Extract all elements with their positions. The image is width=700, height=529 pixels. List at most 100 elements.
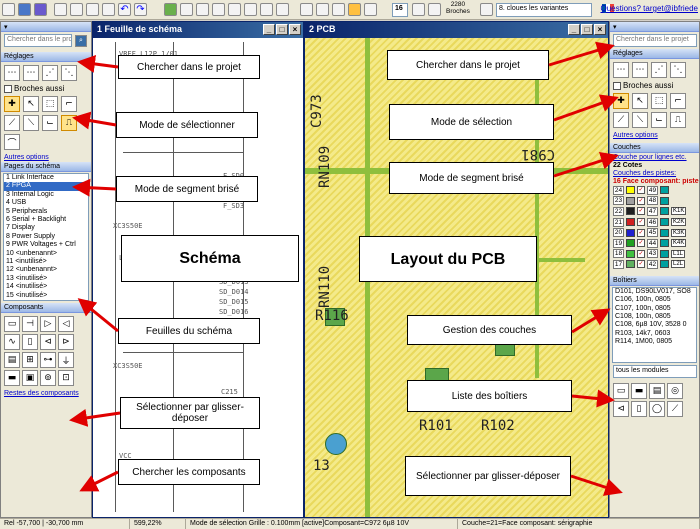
right-grid-dots-icon[interactable]: ⋯ [613, 62, 629, 78]
transistor-icon[interactable]: ⊲ [40, 334, 56, 350]
page-item[interactable]: 7 Display [6, 224, 35, 232]
inductor-icon[interactable]: ∿ [4, 334, 20, 350]
draw-icon[interactable] [300, 3, 313, 16]
page-item[interactable]: 9 PWR Voltages + Ctrl [6, 241, 76, 249]
page-item[interactable]: 10 <unbenannt> [6, 249, 57, 257]
layer-color-swatch[interactable] [626, 207, 635, 216]
segment-step-icon[interactable]: ⌙ [42, 115, 58, 131]
capacitor-icon[interactable]: ⊣ [22, 316, 38, 332]
layer-number[interactable]: 22 [613, 206, 624, 216]
right-select-area-icon[interactable]: ⬚ [651, 93, 667, 109]
layer-color-swatch[interactable] [660, 249, 669, 258]
layer-number[interactable]: 42 [647, 259, 658, 269]
layer-icon[interactable] [364, 3, 377, 16]
resistor2-icon[interactable]: ▬ [631, 382, 647, 399]
transformer-icon[interactable]: ⊚ [40, 370, 56, 386]
circle-icon[interactable]: ◎ [667, 382, 683, 399]
right-autres-options-link[interactable]: Autres options [613, 132, 658, 139]
layer-color-swatch[interactable] [660, 260, 669, 269]
battery-icon[interactable]: ▬ [4, 370, 20, 386]
app-icon[interactable] [2, 3, 15, 16]
grid-icon[interactable] [276, 3, 289, 16]
right-grid-dots2-icon[interactable]: ⋯ [632, 62, 648, 78]
paste-icon[interactable] [102, 3, 115, 16]
resistor-icon[interactable]: ▭ [4, 316, 20, 332]
layer-color-swatch[interactable] [660, 186, 669, 195]
right-select-pin-icon[interactable]: ↖ [632, 93, 648, 109]
page-item[interactable]: 15 <inutilisé> [6, 291, 48, 299]
reglages-header[interactable]: Réglages [1, 52, 91, 62]
layer-number[interactable]: 45 [647, 228, 658, 238]
switch-icon[interactable]: ⊶ [40, 352, 56, 368]
layer-color-swatch[interactable] [660, 207, 669, 216]
select-mode-icon[interactable]: ✚ [4, 96, 20, 112]
boitier-item[interactable]: C106, 100n, 0805 [615, 296, 671, 304]
layer-visible-checkbox[interactable]: ✓ [637, 249, 645, 258]
couches-pistes-link[interactable]: Couches des pistes: [613, 170, 677, 177]
layer-visible-checkbox[interactable]: ✓ [637, 207, 645, 216]
layer-number[interactable]: 46 [647, 217, 658, 227]
copy-icon[interactable] [86, 3, 99, 16]
schematic-window-title-bar[interactable]: 1 Feuille de schéma _ □ × [93, 22, 303, 38]
wire-icon[interactable]: ⟋ [667, 400, 683, 417]
boitier-item[interactable]: C107, 100n, 0805 [615, 304, 671, 312]
pages-header[interactable]: Pages du schéma [1, 162, 91, 172]
left-autres-options-link[interactable]: Autres options [4, 154, 49, 161]
lens-icon[interactable]: ◯ [649, 400, 665, 417]
fet-icon[interactable]: ⊳ [58, 334, 74, 350]
page-item[interactable]: 8 Power Supply [6, 232, 56, 240]
page-item[interactable]: 4 USB [6, 199, 27, 207]
layer-color-swatch[interactable] [660, 196, 669, 205]
save-icon[interactable] [34, 3, 47, 16]
couches-header[interactable]: Couches [610, 143, 699, 153]
right-grid-diagonal-icon[interactable]: ⋱ [670, 62, 686, 78]
page-item[interactable]: 3 Internal Logic [6, 190, 54, 198]
layer-color-swatch[interactable] [626, 239, 635, 248]
select-area-icon[interactable]: ⬚ [42, 96, 58, 112]
zoom-level-box[interactable]: 16 [392, 3, 408, 17]
layer-number[interactable]: 19 [613, 238, 624, 248]
layer-visible-checkbox[interactable]: ✓ [637, 228, 645, 237]
right-segment-orth-icon[interactable]: ⌐ [670, 93, 686, 109]
layer-row[interactable]: 23✓48 [610, 196, 699, 207]
layer-color-swatch[interactable] [626, 186, 635, 195]
pcb-close-button[interactable]: × [594, 24, 606, 35]
layer-color-swatch[interactable] [660, 239, 669, 248]
right-segment-diag-icon[interactable]: ⟋ [613, 112, 629, 128]
couche-value[interactable]: 22 Cotes [613, 162, 643, 169]
layer-number[interactable]: 24 [613, 185, 624, 195]
layer-row[interactable]: 24✓49 [610, 185, 699, 196]
modules-select[interactable]: tous les modules [613, 364, 697, 378]
grid-dots2-icon[interactable]: ⋯ [23, 65, 39, 81]
search-icon[interactable]: ⌕ [75, 34, 87, 47]
layer-number[interactable]: 23 [613, 196, 624, 206]
filter-icon[interactable] [480, 3, 493, 16]
right-broches-checkbox[interactable] [613, 81, 621, 90]
segment-diag-icon[interactable]: ⟋ [4, 115, 20, 131]
boitier-item[interactable]: D101, DS90LV017, SO8 [615, 287, 691, 295]
right-search-input[interactable]: Chercher dans le projet [613, 34, 697, 47]
relay-icon[interactable]: ⊡ [58, 370, 74, 386]
layer-visible-checkbox[interactable]: ✓ [637, 260, 645, 269]
layer-color-swatch[interactable] [626, 260, 635, 269]
boitiers-header[interactable]: Boîtiers [610, 275, 699, 286]
variant-select[interactable]: 8. cloues les variantes [496, 3, 592, 17]
left-broches-checkbox[interactable] [4, 84, 12, 93]
left-search-input[interactable]: Chercher dans le projet [4, 34, 72, 47]
connector-icon[interactable]: ⊞ [22, 352, 38, 368]
layer-visible-checkbox[interactable]: ✓ [637, 239, 645, 248]
layer-number[interactable]: 43 [647, 249, 658, 259]
right-segment-step-icon[interactable]: ⌙ [651, 112, 667, 128]
questions-link[interactable]: Questions? target@ibfriede [600, 4, 698, 13]
restes-composants-link[interactable]: Restes des composants [4, 390, 79, 397]
french-flag-icon[interactable] [602, 4, 614, 13]
page-item[interactable]: 12 <unbenannt> [6, 266, 57, 274]
page-item[interactable]: 13 <inutilisé> [6, 274, 48, 282]
right-reglages-header[interactable]: Réglages [610, 49, 699, 59]
diode-icon[interactable]: ▷ [40, 316, 56, 332]
pcb-view-icon[interactable] [196, 3, 209, 16]
